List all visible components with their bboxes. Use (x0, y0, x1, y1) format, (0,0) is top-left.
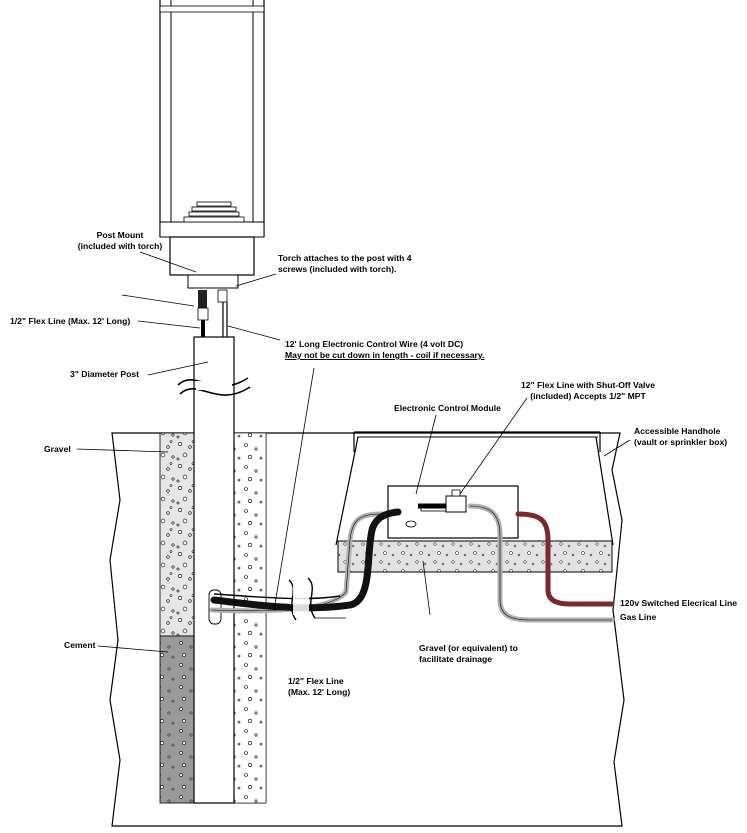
label-flex-line-bottom: 1/2" Flex Line (Max. 12' Long) (288, 676, 351, 697)
torch (159, 0, 265, 238)
electrical-line (515, 511, 615, 607)
label-cement: Cement (64, 640, 96, 650)
label-flex-valve: 12" Flex Line with Shut-Off Valve (inclu… (521, 380, 655, 401)
label-control-module: Electronic Control Module (394, 403, 501, 413)
label-electrical-line: 120v Switched Elecrical Line (620, 598, 738, 608)
handhole (335, 431, 614, 546)
flex-line (210, 508, 402, 612)
label-torch-attach: Torch attaches to the post with 4 screws… (278, 253, 412, 274)
label-gravel: Gravel (44, 444, 71, 454)
label-drainage: Gravel (or equivalent) to facilitate dra… (419, 643, 518, 664)
label-flex-line-top: 1/2" Flex Line (Max. 12' Long) (10, 316, 131, 326)
label-handhole: Accessible Handhole (vault or sprinkler … (634, 426, 728, 447)
post (193, 336, 235, 804)
gravel-bed (337, 540, 613, 573)
label-control-wire: 12' Long Electronic Control Wire (4 volt… (285, 339, 485, 360)
label-control-wire-warning: May not be cut down in length - coil if … (285, 350, 485, 360)
post-mount (169, 236, 255, 276)
label-post: 3" Diameter Post (70, 369, 140, 379)
label-post-mount: Post Mount (included with torch) (77, 230, 163, 251)
label-gas-line: Gas Line (620, 612, 657, 622)
control-wire (213, 593, 341, 600)
